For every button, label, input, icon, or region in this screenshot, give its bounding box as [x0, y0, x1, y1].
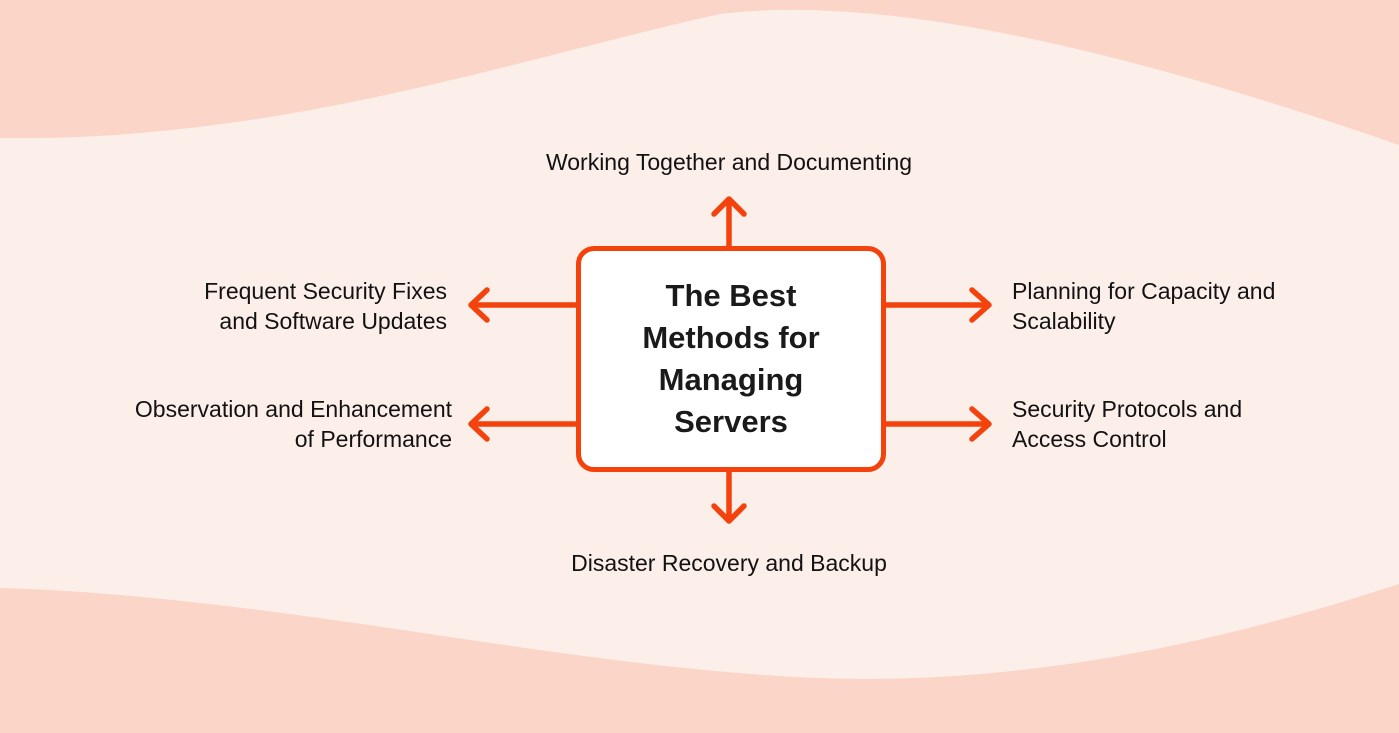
arrow-right-upper: [880, 287, 992, 323]
branch-label-capacity-planning: Planning for Capacity and Scalability: [1012, 278, 1276, 334]
arrow-left-lower: [468, 406, 582, 442]
bottom-wave-shape: [0, 584, 1399, 733]
branch-label-working-together: Working Together and Documenting: [545, 149, 913, 175]
top-wave-shape: [0, 0, 1399, 145]
arrow-right-lower: [880, 406, 992, 442]
branch-label-security-fixes: Frequent Security Fixes and Software Upd…: [204, 278, 447, 334]
central-topic-node: The Best Methods for Managing Servers: [576, 246, 886, 472]
central-topic-title: The Best Methods for Managing Servers: [642, 278, 820, 439]
branch-label-observation-performance: Observation and Enhancement of Performan…: [134, 396, 452, 452]
arrow-top: [711, 196, 747, 252]
branch-label-security-protocols: Security Protocols and Access Control: [1012, 396, 1243, 452]
arrow-left-upper: [468, 287, 582, 323]
branch-label-disaster-recovery: Disaster Recovery and Backup: [571, 550, 887, 576]
arrow-bottom: [711, 468, 747, 524]
